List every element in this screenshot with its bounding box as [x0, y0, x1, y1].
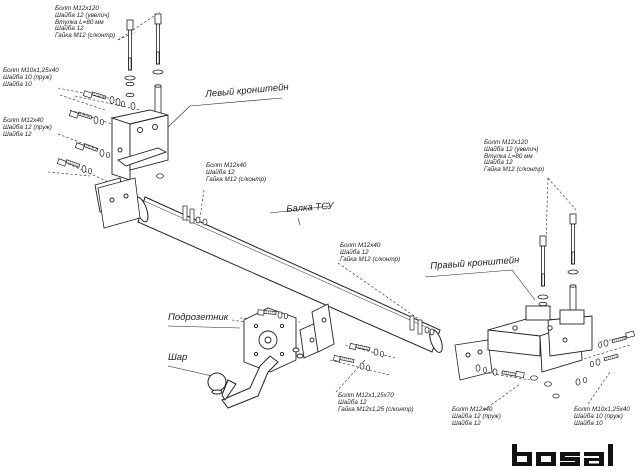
spec-line: Шайба 12 — [206, 168, 235, 176]
bosal-logo — [512, 444, 613, 466]
right-long-bolts — [537, 213, 579, 311]
spec-line: Шайба 12 (увелич) — [484, 145, 539, 153]
ball-mount-bracket — [292, 303, 335, 359]
beam-tube — [97, 177, 493, 381]
spec-line: Втулка L=80 мм — [484, 152, 533, 160]
spec-line: Шайба 12 — [338, 398, 367, 406]
spec-line: Шайба 12 — [55, 25, 84, 33]
spec-line: Шайба 12 (пруж) — [3, 123, 52, 131]
left-side-bolts — [56, 90, 164, 208]
beam-bolts — [182, 205, 435, 336]
spec-line: Гайка М12 (с/контр) — [340, 255, 401, 263]
spec-line: Болт М10х1,25х40 — [3, 67, 59, 74]
spec-line: Болт М12х40 — [452, 406, 493, 413]
label-ball: Шар — [168, 352, 188, 363]
spec-line: Шайба 10 — [574, 419, 603, 427]
spec-line: Шайба 12 (увелич) — [55, 11, 110, 19]
spec-line: Болт М12х120 — [55, 5, 99, 12]
label-socket-plate: Подрозетник — [168, 312, 229, 323]
spec-line: Болт М12х40 — [206, 162, 247, 169]
right-side-bolts — [475, 330, 636, 399]
tow-ball — [207, 355, 279, 409]
spec-line: Болт М10х1,25х40 — [574, 406, 630, 413]
spec-line: Шайба 12 (пруж) — [452, 412, 501, 420]
label-underlines — [164, 97, 536, 377]
spec-line: Шайба 12 — [484, 159, 513, 167]
spec-line: Гайка М12 (с/контр) — [55, 32, 116, 40]
spec-line: Гайка М12 (с/контр) — [206, 175, 267, 183]
left-long-bolts — [124, 13, 164, 115]
spec-line: Болт М12х1,25х70 — [338, 392, 394, 399]
spec-line: Болт М12х40 — [340, 242, 381, 249]
socket-plate — [243, 307, 297, 373]
spec-line: Шайба 12 — [340, 248, 369, 256]
spec-line: Гайка М12х1,25 (с/контр) — [338, 405, 414, 413]
spec-line: Шайба 10 (пруж) — [574, 412, 623, 420]
spec-line: Гайка М12 (с/контр) — [484, 166, 545, 174]
ball-mount-bolts — [257, 309, 384, 372]
spec-line: Шайба 12 — [3, 130, 32, 138]
spec-line: Шайба 10 (пруж) — [3, 73, 52, 81]
spec-line: Шайба 10 — [3, 80, 32, 88]
right-bracket — [487, 305, 593, 373]
spec-line: Шайба 12 — [452, 419, 481, 427]
spec-line: Болт М12х40 — [3, 117, 44, 124]
spec-line: Болт М12х120 — [484, 139, 528, 146]
spec-line: Втулка L=80 мм — [55, 18, 104, 26]
